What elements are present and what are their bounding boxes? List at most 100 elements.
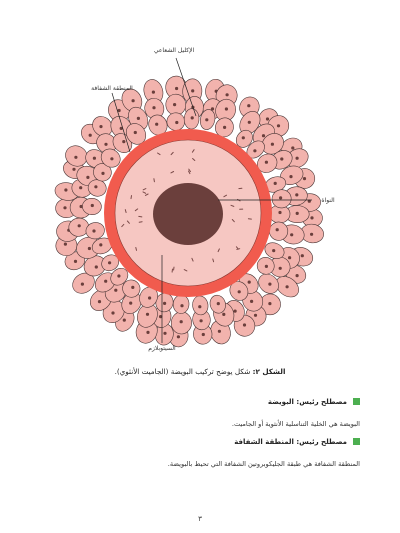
corona-cell-nucleus bbox=[117, 108, 121, 113]
corona-label: الإكليل الشعاعي bbox=[154, 47, 195, 54]
corona-cell-nucleus bbox=[122, 140, 126, 144]
corona-cell-nucleus bbox=[307, 199, 311, 203]
cytoplasm-granule bbox=[138, 215, 143, 218]
cytoplasm-granule bbox=[217, 248, 220, 253]
corona-cell-nucleus bbox=[99, 125, 103, 129]
corona-cell-nucleus bbox=[225, 93, 229, 97]
corona-cell-nucleus bbox=[222, 312, 226, 316]
corona-cell-nucleus bbox=[265, 117, 270, 121]
corona-cell-nucleus bbox=[278, 266, 282, 270]
cytoplasm-granule bbox=[170, 151, 174, 156]
corona-cell-nucleus bbox=[275, 228, 279, 232]
corona-cell-nucleus bbox=[201, 332, 205, 337]
corona-cell-nucleus bbox=[199, 319, 203, 323]
cytoplasm-granule bbox=[231, 219, 235, 223]
cytoplasm-granule bbox=[191, 149, 195, 153]
corona-cell-nucleus bbox=[63, 242, 67, 246]
corona-cell-nucleus bbox=[145, 312, 150, 316]
caption-number: الشكل ٢: bbox=[252, 367, 286, 376]
corona-cell-nucleus bbox=[129, 301, 133, 305]
corona-cell-nucleus bbox=[131, 99, 135, 103]
corona-cell-nucleus bbox=[291, 146, 295, 150]
corona-leader-line bbox=[175, 57, 197, 117]
corona-cell-nucleus bbox=[80, 282, 84, 286]
corona-cell-nucleus bbox=[191, 89, 195, 93]
corona-cell-nucleus bbox=[110, 157, 114, 161]
cytoplasm-granule bbox=[188, 170, 191, 175]
nucleus bbox=[153, 183, 223, 245]
corona-cell-nucleus bbox=[72, 167, 76, 171]
caption-text: شكل يوضح تركيب البويضة (الجاميت الأنثوي)… bbox=[114, 367, 253, 376]
corona-cell-nucleus bbox=[217, 329, 221, 333]
corona-cell-nucleus bbox=[122, 318, 126, 322]
corona-cell-nucleus bbox=[272, 249, 276, 253]
corona-cell-nucleus bbox=[133, 130, 137, 135]
corona-cell-nucleus bbox=[247, 104, 251, 108]
corona-cell-nucleus bbox=[264, 264, 268, 268]
cytoplasm-granule bbox=[142, 191, 147, 194]
corona-cell-nucleus bbox=[205, 118, 209, 122]
corona-cell-nucleus bbox=[155, 122, 159, 126]
cytoplasm-granule bbox=[135, 247, 137, 251]
key-term-ovum: مصطلح رئيس: البويضة bbox=[268, 398, 360, 406]
corona-cell-nucleus bbox=[216, 302, 220, 306]
corona-cell-nucleus bbox=[92, 156, 96, 160]
corona-cell-nucleus bbox=[250, 299, 254, 303]
corona-cell-nucleus bbox=[295, 156, 299, 160]
cytoplasm-granule bbox=[153, 178, 155, 183]
key-term-definition: المنطقة الشفافة هي طبقة الجليكوبروتين ال… bbox=[167, 460, 360, 468]
corona-cell-nucleus bbox=[268, 302, 272, 306]
corona-cell-nucleus bbox=[74, 155, 78, 159]
corona-cell-nucleus bbox=[77, 224, 81, 228]
corona-cell-nucleus bbox=[273, 181, 277, 185]
bullet-square-icon bbox=[353, 438, 360, 445]
cytoplasm-granule bbox=[183, 269, 188, 272]
zona-label: المنطقة الشفافة bbox=[91, 85, 133, 92]
corona-cell-nucleus bbox=[176, 335, 180, 339]
key-term-definition: البويضة هي الخلية التناسلية الأنثوية أو … bbox=[231, 420, 360, 428]
corona-cell-nucleus bbox=[247, 120, 251, 124]
corona-cell-nucleus bbox=[288, 256, 292, 260]
corona-cell-nucleus bbox=[163, 331, 167, 335]
corona-cell-nucleus bbox=[79, 186, 83, 190]
nucleus-label: النواة bbox=[321, 197, 335, 204]
corona-cell-nucleus bbox=[242, 323, 247, 327]
corona-cell-nucleus bbox=[210, 107, 215, 111]
corona-cell-nucleus bbox=[295, 211, 299, 215]
cytoplasm-granule bbox=[170, 171, 175, 174]
corona-cell-nucleus bbox=[310, 216, 314, 220]
corona-cell-nucleus bbox=[253, 313, 258, 317]
corona-cell-nucleus bbox=[179, 320, 183, 324]
corona-cell-nucleus bbox=[310, 232, 314, 236]
corona-cell bbox=[172, 294, 190, 314]
corona-cell-nucleus bbox=[300, 254, 304, 258]
key-term-heading: مصطلح رئيس: البويضة bbox=[267, 398, 347, 406]
corona-cell-nucleus bbox=[278, 210, 282, 215]
corona-cell bbox=[122, 279, 141, 298]
corona-cell-nucleus bbox=[289, 175, 293, 179]
corona-cell-nucleus bbox=[152, 106, 156, 110]
corona-cell-nucleus bbox=[146, 330, 150, 334]
corona-cell-nucleus bbox=[97, 300, 102, 304]
cytoplasm-granule bbox=[191, 257, 194, 262]
corona-cell-nucleus bbox=[101, 171, 105, 175]
cytoplasm-granule bbox=[230, 204, 235, 207]
corona-cell-nucleus bbox=[237, 290, 241, 294]
corona-cell-nucleus bbox=[190, 116, 194, 120]
corona-cell-nucleus bbox=[264, 160, 268, 164]
cytoplasm-granule bbox=[212, 258, 215, 263]
corona-cell-nucleus bbox=[261, 134, 266, 138]
corona-cell-nucleus bbox=[90, 203, 94, 208]
cytoplasm-label: السيتوبلازم bbox=[148, 345, 176, 352]
ovum-diagram: الإكليل الشعاعي المنطقة الشفافة النواة ا… bbox=[54, 47, 335, 352]
corona-cell-nucleus bbox=[241, 136, 245, 140]
cytoplasm-granule bbox=[144, 193, 149, 196]
cytoplasm-granule bbox=[130, 195, 132, 200]
zona-leader-line bbox=[111, 92, 131, 153]
corona-cell-nucleus bbox=[175, 86, 179, 91]
cytoplasm-granule bbox=[138, 221, 143, 223]
corona-cell-nucleus bbox=[295, 274, 299, 278]
corona-cell-nucleus bbox=[111, 311, 115, 315]
corona-cell-nucleus bbox=[290, 233, 294, 237]
cytoplasm-granule bbox=[142, 188, 147, 191]
